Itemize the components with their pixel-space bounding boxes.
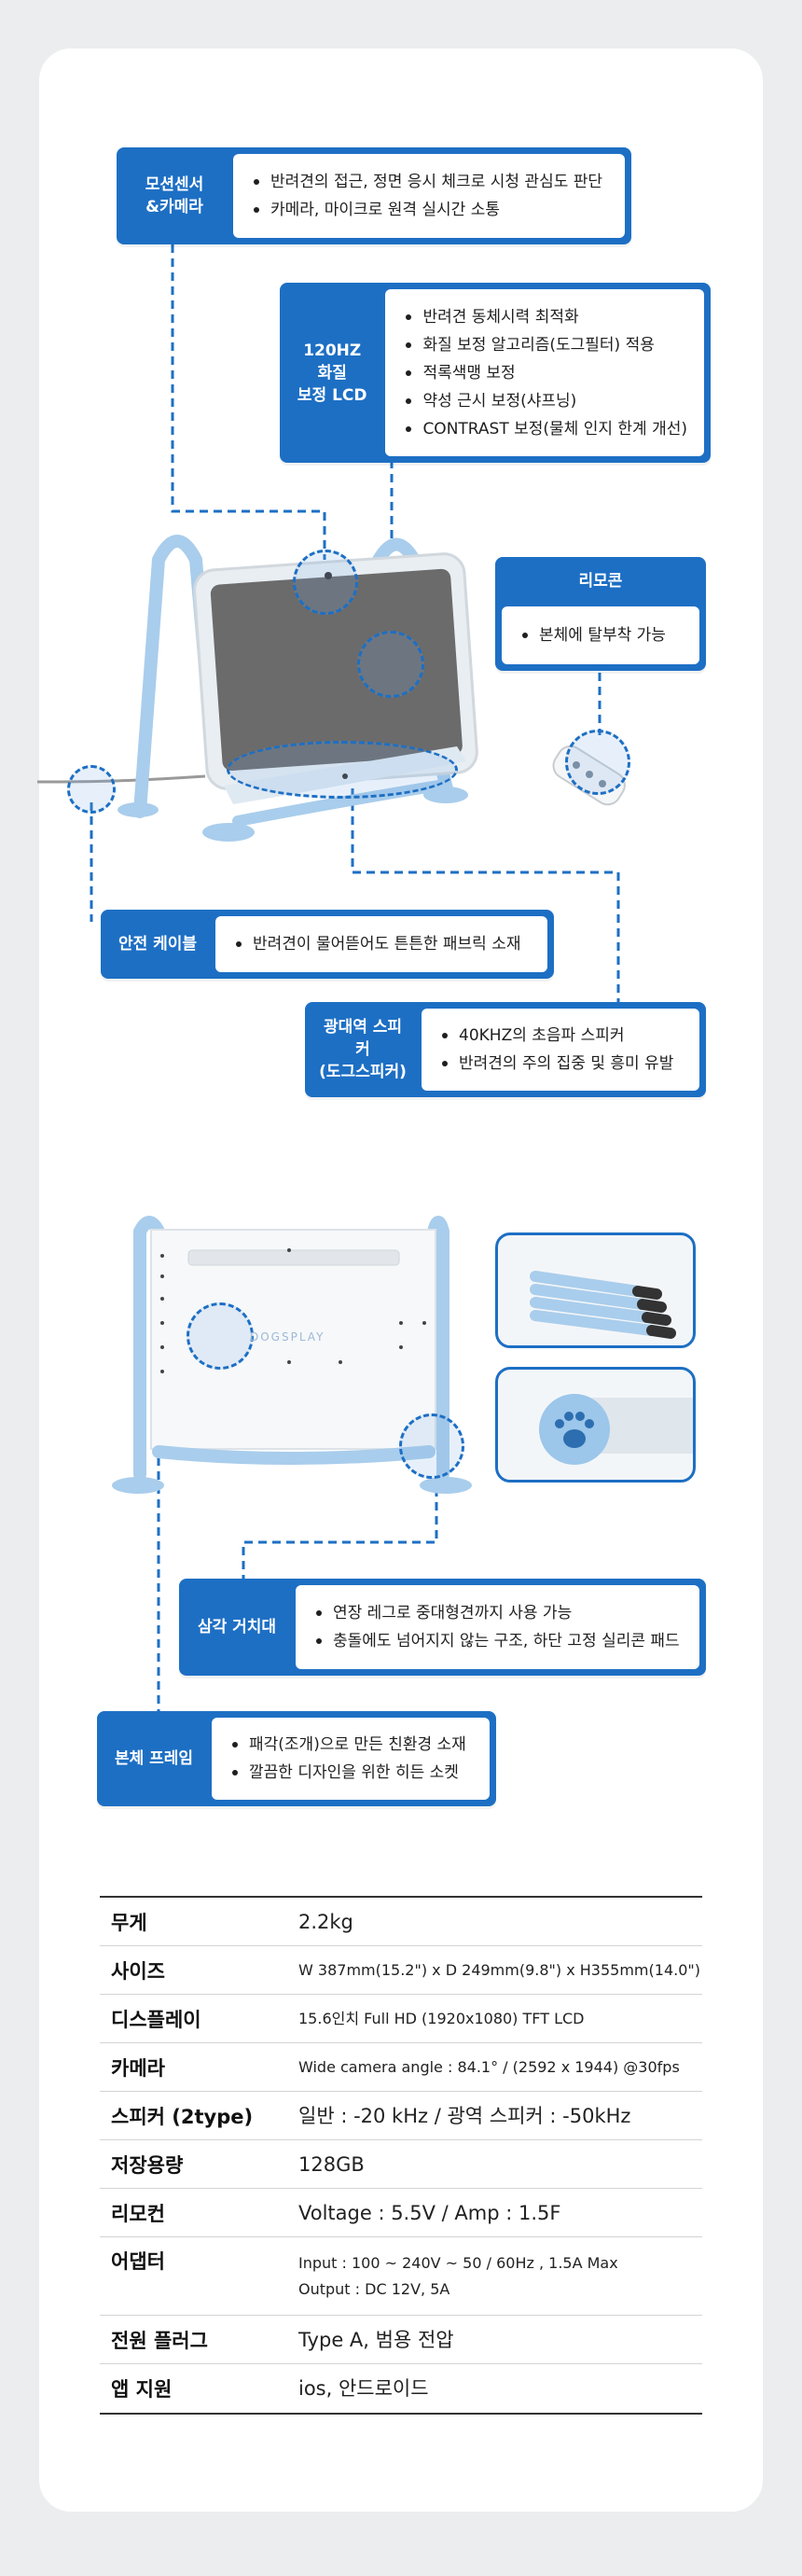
callout-title: 삼각 거치대 [197,1618,277,1636]
spec-key: 사이즈 [111,1959,165,1983]
spec-key: 전원 플러그 [111,2329,208,2352]
spec-value: Type A, 범용 전압 [298,2328,454,2351]
list-item: 적록색맹 보정 [402,359,687,387]
table-row: 전원 플러그 Type A, 범용 전압 [100,2316,702,2364]
callout-speaker: 광대역 스피커 (도그스피커) 40KHZ의 초음파 스피커 반려견의 주의 집… [305,1002,706,1097]
table-row: 디스플레이 15.6인치 Full HD (1920x1080) TFT LCD [100,1995,702,2043]
spec-key: 어댑터 [111,2250,165,2273]
callout-body-frame: 본체 프레임 패각(조개)으로 만든 친환경 소재 깔끔한 디자인을 위한 히든… [97,1711,496,1806]
callout-safety-cable: 안전 케이블 반려견이 물어뜯어도 튼튼한 패브릭 소재 [101,910,554,979]
table-row: 앱 지원 ios, 안드로이드 [100,2364,702,2413]
spec-table: 무게 2.2kg 사이즈 W 387mm(15.2") x D 249mm(9.… [100,1896,702,2415]
highlight-screen [357,631,424,698]
spec-key: 카메라 [111,2056,165,2080]
spec-key: 스피커 (2type) [111,2105,254,2128]
spec-key: 디스플레이 [111,2008,201,2031]
list-item: 카메라, 마이크로 원격 실시간 소통 [250,196,608,224]
list-item: 약성 근시 보정(샤프닝) [402,387,687,415]
table-row: 어댑터 Input : 100 ~ 240V ~ 50 / 60Hz , 1.5… [100,2237,702,2316]
table-row: 카메라 Wide camera angle : 84.1° / (2592 x … [100,2043,702,2092]
table-row: 무게 2.2kg [100,1898,702,1946]
table-row: 사이즈 W 387mm(15.2") x D 249mm(9.8") x H35… [100,1946,702,1995]
highlight-speaker [227,741,458,799]
spec-value: Voltage : 5.5V / Amp : 1.5F [298,2201,561,2224]
spec-key: 무게 [111,1911,147,1934]
spec-key: 앱 지원 [111,2378,173,2401]
spec-value: 128GB [298,2152,365,2176]
list-item: 반려견이 물어뜯어도 튼튼한 패브릭 소재 [232,930,531,958]
list-item: 40KHZ의 초음파 스피커 [438,1022,683,1050]
spec-value: ios, 안드로이드 [298,2377,429,2400]
list-item: 반려견의 접근, 정면 응시 체크로 시청 관심도 판단 [250,168,608,196]
callout-motion-sensor: 모션센서 &카메라 반려견의 접근, 정면 응시 체크로 시청 관심도 판단 카… [117,147,631,244]
spec-value: 15.6인치 Full HD (1920x1080) TFT LCD [298,2009,585,2027]
table-row: 저장용량 128GB [100,2140,702,2189]
list-item: 반려견의 주의 집중 및 흥미 유발 [438,1050,683,1078]
silicone-pad-photo [495,1367,696,1483]
highlight-stand [399,1413,464,1479]
spec-value: Wide camera angle : 84.1° / (2592 x 1944… [298,2057,680,2076]
callout-lcd: 120HZ 화질 보정 LCD 반려견 동체시력 최적화 화질 보정 알고리즘(… [280,283,711,463]
list-item: 화질 보정 알고리즘(도그필터) 적용 [402,331,687,359]
highlight-frame [187,1302,254,1370]
callout-title: 광대역 스피커 (도그스피커) [319,1018,407,1081]
list-item: 패각(조개)으로 만든 친환경 소재 [228,1731,473,1759]
back-logo: DOGSPLAY [250,1330,325,1344]
callout-title: 안전 케이블 [118,935,198,954]
list-item: 본체에 탈부착 가능 [519,621,683,649]
leg-parts-photo [495,1232,696,1348]
list-item: 깔끔한 디자인을 위한 히든 소켓 [228,1759,473,1787]
spec-key: 저장용량 [111,2153,184,2177]
spec-key: 리모컨 [111,2202,165,2225]
callout-remote: 리모콘 본체에 탈부착 가능 [495,557,706,671]
spec-value: 일반 : -20 kHz / 광역 스피커 : -50kHz [298,2104,631,2127]
list-item: CONTRAST 보정(물체 인지 한계 개선) [402,415,687,443]
table-row: 리모컨 Voltage : 5.5V / Amp : 1.5F [100,2189,702,2237]
highlight-cable [67,765,116,814]
highlight-camera [293,550,358,615]
list-item: 반려견 동체시력 최적화 [402,303,687,331]
table-row: 스피커 (2type) 일반 : -20 kHz / 광역 스피커 : -50k… [100,2092,702,2140]
highlight-remote [565,730,630,795]
spec-value: 2.2kg [298,1910,353,1933]
list-item: 연장 레그로 중대형견까지 사용 가능 [312,1599,683,1627]
callout-title: 리모콘 [578,572,623,591]
spec-value: Input : 100 ~ 240V ~ 50 / 60Hz , 1.5A Ma… [298,2253,618,2298]
callout-tripod-stand: 삼각 거치대 연장 레그로 중대형견까지 사용 가능 충돌에도 넘어지지 않는 … [179,1579,706,1676]
list-item: 충돌에도 넘어지지 않는 구조, 하단 고정 실리콘 패드 [312,1627,683,1655]
callout-title: 모션센서 &카메라 [145,175,204,216]
spec-value: W 387mm(15.2") x D 249mm(9.8") x H355mm(… [298,1960,700,1979]
callout-title: 120HZ 화질 보정 LCD [297,341,367,405]
callout-title: 본체 프레임 [114,1749,194,1768]
